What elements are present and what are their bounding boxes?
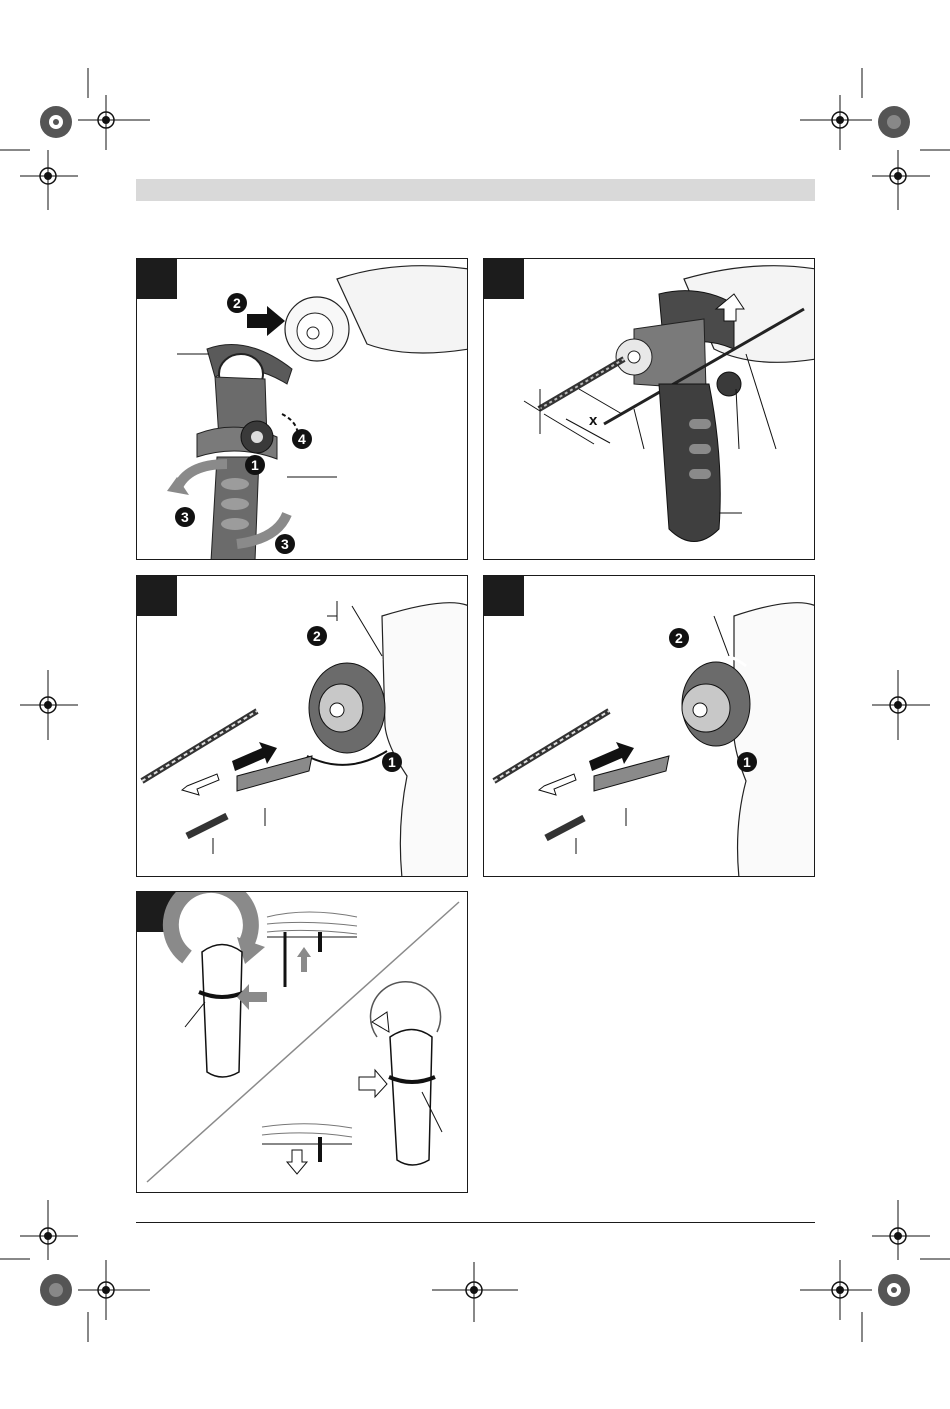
figure-panel-a: 2 4 1 3 3 (136, 258, 468, 560)
step-label: 2 (313, 628, 321, 644)
header-bar (136, 179, 815, 201)
figure-panel-b: x (483, 258, 815, 560)
footer-rule (136, 1222, 815, 1223)
figure-e-illustration (137, 892, 468, 1193)
figure-d-illustration: 2 1 (484, 576, 815, 877)
figure-panel-d: 2 1 (483, 575, 815, 877)
figure-c-illustration: 2 1 (137, 576, 468, 877)
step-label: 4 (298, 431, 306, 447)
figure-panel-e (136, 891, 468, 1193)
figure-a-illustration: 2 4 1 3 3 (137, 259, 468, 560)
step-label: 1 (251, 457, 259, 473)
step-label: 1 (388, 754, 396, 770)
figure-panel-c: 2 1 (136, 575, 468, 877)
step-label: 3 (281, 536, 289, 552)
step-label: 1 (743, 754, 751, 770)
step-label: 2 (233, 295, 241, 311)
step-label: 2 (675, 630, 683, 646)
step-label: 3 (181, 509, 189, 525)
depth-dimension-label: x (589, 412, 598, 429)
figure-b-illustration: x (484, 259, 815, 560)
